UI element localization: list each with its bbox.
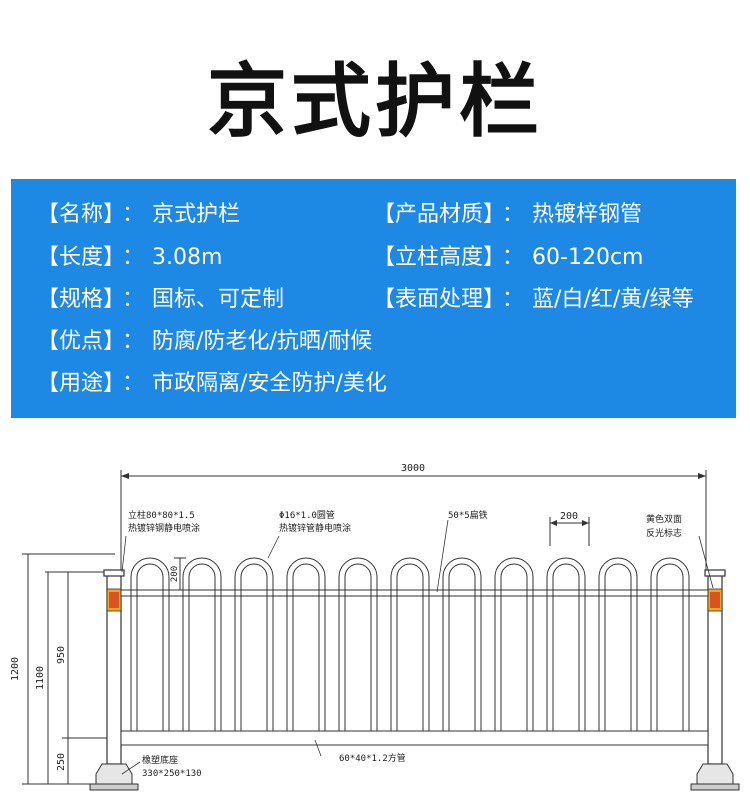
spec-label: 【名称】: [37, 202, 115, 227]
spec-label: 【产品材质】: [373, 202, 495, 227]
dim-left-vertical: [22, 553, 120, 785]
spec-separator: ：: [122, 202, 145, 227]
spec-row-surface: 【表面处理】 ： 蓝/白/红/黄/绿等: [373, 285, 694, 315]
spec-value: 热镀梓钢管: [532, 202, 643, 227]
leader-lines: [121, 519, 714, 775]
dim-panel-height-label: 950: [56, 646, 67, 664]
bottom-rail-note: 60*40*1.2方管: [339, 752, 406, 764]
spec-separator: ：: [502, 287, 525, 312]
tube-note-line2: 热镀锌管静电喷涂: [279, 522, 351, 534]
page-title: 京式护栏: [207, 55, 543, 148]
dim-total-length: [120, 470, 707, 572]
spec-value: 市政隔离/安全防护/美化: [152, 371, 387, 396]
spec-value: 京式护栏: [152, 202, 241, 227]
spec-separator: ：: [122, 329, 145, 354]
reflector-note-line1: 黄色双面: [646, 513, 682, 525]
dim-base-height-label: 250: [56, 753, 67, 771]
spec-row-length: 【长度】 ： 3.08m: [37, 243, 222, 273]
dim-spacing-label: 200: [560, 511, 578, 522]
spec-separator: ：: [502, 245, 525, 270]
spec-separator: ：: [122, 371, 145, 396]
dim-post-height-label: 1100: [35, 666, 46, 690]
spec-row-material: 【产品材质】 ： 热镀梓钢管: [373, 200, 642, 230]
dim-overall-height-label: 1200: [10, 657, 21, 681]
spec-row-usage: 【用途】 ： 市政隔离/安全防护/美化: [37, 369, 387, 399]
right-base: [690, 763, 740, 791]
spec-separator: ：: [122, 287, 145, 312]
left-reflector: [106, 588, 122, 612]
spec-value: 60-120cm: [532, 245, 644, 270]
right-reflector: [707, 588, 723, 612]
dim-top-gap-label: 200: [170, 566, 180, 582]
spec-row-post-height: 【立柱高度】 ： 60-120cm: [373, 243, 643, 273]
spec-label: 【立柱高度】: [373, 245, 495, 270]
spec-row-spec: 【规格】 ： 国标、可定制: [37, 285, 284, 315]
spec-label: 【表面处理】: [373, 287, 495, 312]
spec-label: 【规格】: [37, 287, 115, 312]
bottom-rail: [120, 730, 709, 746]
spec-row-advantages: 【优点】 ： 防腐/防老化/抗晒/耐候: [37, 327, 372, 357]
post-note-line2: 热镀锌钢静电喷涂: [128, 522, 200, 534]
spec-separator: ：: [502, 202, 525, 227]
post-note-line1: 立柱80*80*1.5: [128, 509, 195, 521]
flat-iron-rail: [120, 589, 709, 597]
spec-label: 【长度】: [37, 245, 115, 270]
fence-drawing: 3000 200 200 1200 1100 950 250: [10, 463, 740, 791]
flat-iron-note: 50*5扁铁: [448, 509, 488, 521]
spec-value: 3.08m: [152, 245, 223, 270]
tube-note-line1: Φ16*1.0圆管: [279, 509, 335, 521]
spec-value: 蓝/白/红/黄/绿等: [532, 287, 694, 312]
spec-panel: 【名称】 ： 京式护栏 【长度】 ： 3.08m 【规格】 ： 国标、可定制 【优点】 ： 防腐…: [11, 179, 736, 418]
spec-label: 【优点】: [37, 329, 115, 354]
dim-total-length-label: 3000: [401, 463, 425, 474]
base-note-line2: 330*250*130: [142, 769, 202, 779]
fence-hoops: [130, 557, 690, 731]
spec-row-name: 【名称】 ： 京式护栏: [37, 200, 240, 230]
spec-value: 国标、可定制: [152, 287, 285, 312]
spec-label: 【用途】: [37, 371, 115, 396]
base-note-line1: 橡塑底座: [142, 754, 178, 766]
reflector-note-line2: 反光标志: [646, 527, 682, 539]
left-base: [89, 763, 139, 791]
dim-spacing: [549, 517, 590, 546]
spec-value: 防腐/防老化/抗晒/耐候: [152, 329, 373, 354]
spec-separator: ：: [122, 245, 145, 270]
